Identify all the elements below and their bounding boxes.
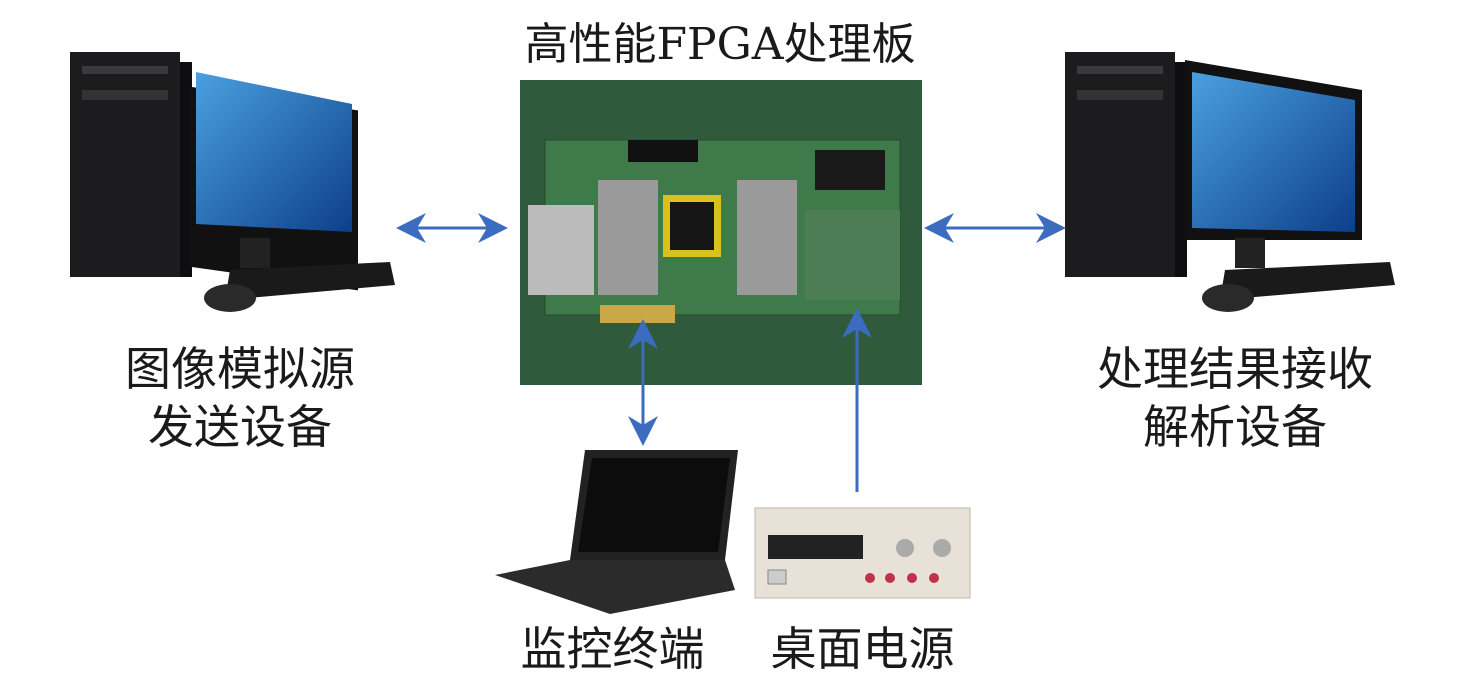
fpga-board-image: [520, 80, 922, 385]
laptop-image: [495, 450, 738, 614]
fpga-board-title: 高性能FPGA处理板: [524, 19, 916, 70]
source-pc-image: [70, 52, 395, 312]
receiver-device-label: 处理结果接收 解析设备: [1070, 340, 1400, 456]
source-label-line2: 发送设备: [148, 400, 332, 454]
power-supply-image: [754, 507, 971, 599]
receiver-pc-image: [1065, 52, 1395, 312]
receiver-label-line1: 处理结果接收: [1097, 342, 1373, 396]
receiver-label-line2: 解析设备: [1143, 400, 1327, 454]
power-supply-label: 桌面电源: [770, 622, 955, 676]
monitor-terminal-label: 监控终端: [520, 622, 705, 676]
source-label-line1: 图像模拟源: [125, 342, 355, 396]
source-device-label: 图像模拟源 发送设备: [95, 340, 385, 456]
